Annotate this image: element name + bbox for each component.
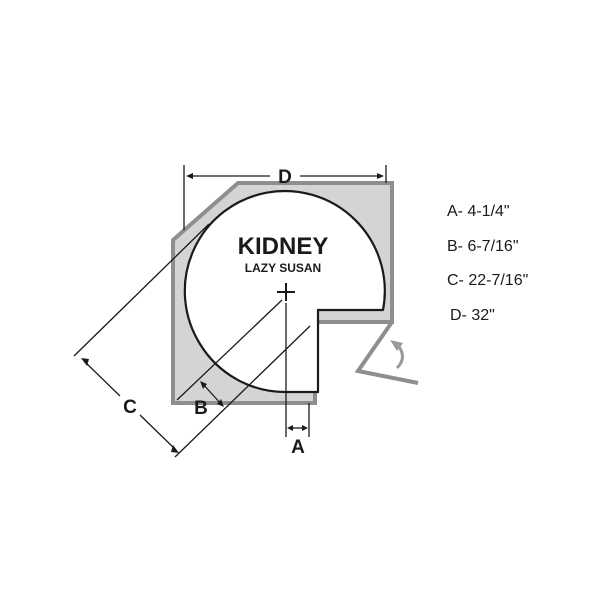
dimension-a (285, 303, 310, 437)
dimension-c (73, 223, 311, 458)
dimension-a-label: A (291, 437, 305, 458)
legend-item-b: B- 6-7/16" (447, 237, 519, 255)
dimension-b (176, 299, 283, 407)
dimension-d-label: D (278, 167, 292, 188)
door-swing-arrowhead (390, 340, 403, 351)
center-pivot-mark (277, 283, 295, 301)
cabinet-door (354, 320, 419, 385)
legend-item-c: C- 22-7/16" (447, 272, 529, 289)
product-subtitle: LAZY SUSAN (245, 261, 321, 275)
product-title: KIDNEY (238, 233, 329, 260)
legend-item-a: A- 4-1/4" (447, 203, 510, 220)
dimension-d (183, 165, 387, 230)
dimension-legend: A- 4-1/4" B- 6-7/16" C- 22-7/16" D- 32" (447, 202, 587, 340)
dimension-b-label: B (194, 398, 208, 419)
legend-item-d: D- 32" (450, 306, 495, 324)
dimension-c-label: C (123, 397, 137, 418)
